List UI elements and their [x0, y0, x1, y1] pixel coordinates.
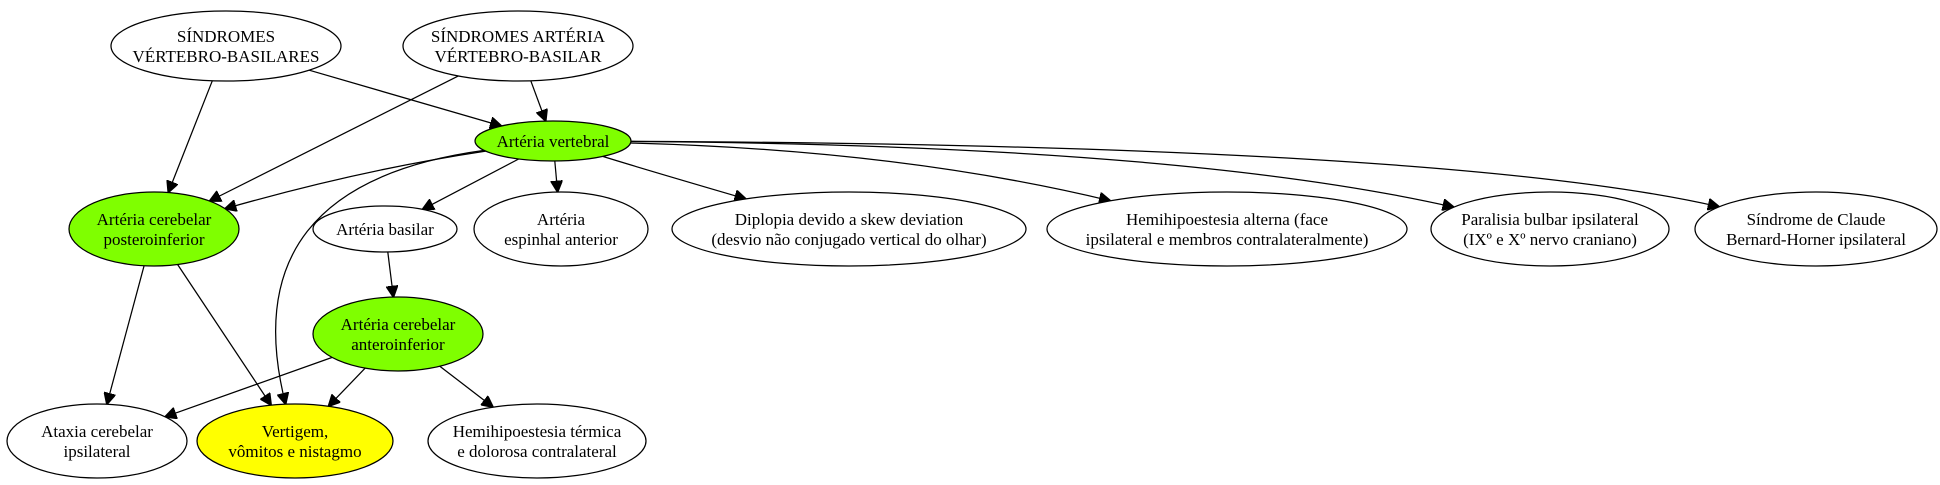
node-label-hemihipoestesia-alterna-line-1: ipsilateral e membros contralateralmente…: [1086, 230, 1369, 249]
edge-arteria-cerebelar-anteroinferior-to-ataxia-cerebelar: [165, 356, 333, 416]
node-label-sindromes-vertebro-basilares-line-0: SÍNDROMES: [177, 27, 275, 46]
node-label-paralisia-bulbar-line-0: Paralisia bulbar ipsilateral: [1461, 210, 1639, 229]
node-label-vertigem-line-0: Vertigem,: [262, 422, 329, 441]
node-label-arteria-vertebral-line-0: Artéria vertebral: [497, 132, 610, 151]
node-label-arteria-cerebelar-anteroinferior-line-1: anteroinferior: [351, 335, 445, 354]
node-arteria-basilar: Artéria basilar: [312, 205, 458, 253]
edge-arteria-vertebral-to-sindrome-claude-bernard-horner: [630, 140, 1719, 207]
edges-layer: [107, 69, 1719, 417]
node-shape-hemihipoestesia-alterna: [1046, 191, 1408, 267]
node-hemihipoestesia-alterna: Hemihipoestesia alterna (faceipsilateral…: [1046, 191, 1408, 267]
node-label-vertigem-line-1: vômitos e nistagmo: [228, 442, 361, 461]
node-shape-sindromes-vertebro-basilares: [110, 10, 342, 82]
node-label-sindrome-claude-bernard-horner-line-0: Síndrome de Claude: [1747, 210, 1886, 229]
node-label-arteria-basilar-line-0: Artéria basilar: [336, 220, 434, 239]
edge-arteria-cerebelar-anteroinferior-to-hemihipoestesia-termica: [439, 365, 493, 407]
node-shape-sindromes-arteria-vertebro-basilar: [402, 10, 634, 82]
node-label-arteria-cerebelar-posteroinferior-line-0: Artéria cerebelar: [97, 210, 212, 229]
edge-sindromes-vertebro-basilares-to-arteria-vertebral: [309, 69, 501, 126]
node-label-diplopia-line-0: Diplopia devido a skew deviation: [735, 210, 964, 229]
node-vertigem: Vertigem,vômitos e nistagmo: [196, 403, 394, 479]
edge-arteria-cerebelar-posteroinferior-to-vertigem: [177, 264, 272, 406]
node-label-hemihipoestesia-termica-line-1: e dolorosa contralateral: [457, 442, 617, 461]
node-diplopia: Diplopia devido a skew deviation(desvio …: [671, 191, 1027, 267]
node-shape-arteria-vertebral: [474, 120, 632, 162]
node-label-sindromes-arteria-vertebro-basilar-line-1: VÉRTEBRO-BASILAR: [434, 47, 602, 66]
node-label-hemihipoestesia-termica-line-0: Hemihipoestesia térmica: [453, 422, 622, 441]
node-label-sindromes-arteria-vertebro-basilar-line-0: SÍNDROMES ARTÉRIA: [431, 27, 606, 46]
edge-arteria-vertebral-to-hemihipoestesia-alterna: [630, 142, 1111, 201]
edge-sindromes-arteria-vertebro-basilar-to-arteria-cerebelar-posteroinferior: [210, 75, 459, 201]
node-label-sindromes-vertebro-basilares-line-1: VÉRTEBRO-BASILARES: [133, 47, 320, 66]
node-label-arteria-cerebelar-anteroinferior-line-0: Artéria cerebelar: [341, 315, 456, 334]
node-label-ataxia-cerebelar-line-1: ipsilateral: [63, 442, 130, 461]
edge-arteria-basilar-to-arteria-cerebelar-anteroinferior: [388, 251, 394, 297]
edge-arteria-vertebral-to-arteria-cerebelar-posteroinferior: [225, 150, 486, 209]
node-arteria-vertebral: Artéria vertebral: [474, 120, 632, 162]
edge-sindromes-vertebro-basilares-to-arteria-cerebelar-posteroinferior: [168, 80, 213, 193]
node-shape-sindrome-claude-bernard-horner: [1694, 191, 1938, 267]
edge-sindromes-arteria-vertebro-basilar-to-arteria-vertebral: [530, 80, 546, 121]
node-label-paralisia-bulbar-line-1: (IXº e Xº nervo craniano): [1463, 230, 1637, 249]
edge-arteria-cerebelar-posteroinferior-to-ataxia-cerebelar: [107, 265, 145, 405]
node-shape-diplopia: [671, 191, 1027, 267]
node-shape-arteria-espinhal-anterior: [473, 191, 649, 267]
node-paralisia-bulbar: Paralisia bulbar ipsilateral(IXº e Xº ne…: [1430, 191, 1670, 267]
edge-arteria-vertebral-to-vertigem: [275, 149, 485, 404]
node-shape-arteria-basilar: [312, 205, 458, 253]
node-shape-arteria-cerebelar-anteroinferior: [312, 296, 484, 372]
edge-arteria-cerebelar-anteroinferior-to-vertigem: [329, 367, 366, 406]
edge-arteria-vertebral-to-paralisia-bulbar: [630, 140, 1454, 208]
edge-arteria-vertebral-to-arteria-espinhal-anterior: [555, 160, 558, 192]
node-shape-paralisia-bulbar: [1430, 191, 1670, 267]
node-label-ataxia-cerebelar-line-0: Ataxia cerebelar: [41, 422, 153, 441]
edge-arteria-vertebral-to-arteria-basilar: [423, 158, 519, 209]
node-shape-vertigem: [196, 403, 394, 479]
node-shape-arteria-cerebelar-posteroinferior: [68, 191, 240, 267]
node-label-diplopia-line-1: (desvio não conjugado vertical do olhar): [711, 230, 986, 249]
node-label-sindrome-claude-bernard-horner-line-1: Bernard-Horner ipsilateral: [1726, 230, 1906, 249]
node-label-hemihipoestesia-alterna-line-0: Hemihipoestesia alterna (face: [1126, 210, 1328, 229]
edge-arteria-vertebral-to-diplopia: [602, 155, 746, 199]
node-shape-hemihipoestesia-termica: [427, 403, 647, 479]
node-label-arteria-cerebelar-posteroinferior-line-1: posteroinferior: [103, 230, 204, 249]
node-label-arteria-espinhal-anterior-line-1: espinhal anterior: [504, 230, 618, 249]
node-label-arteria-espinhal-anterior-line-0: Artéria: [537, 210, 586, 229]
node-shape-ataxia-cerebelar: [6, 403, 188, 479]
